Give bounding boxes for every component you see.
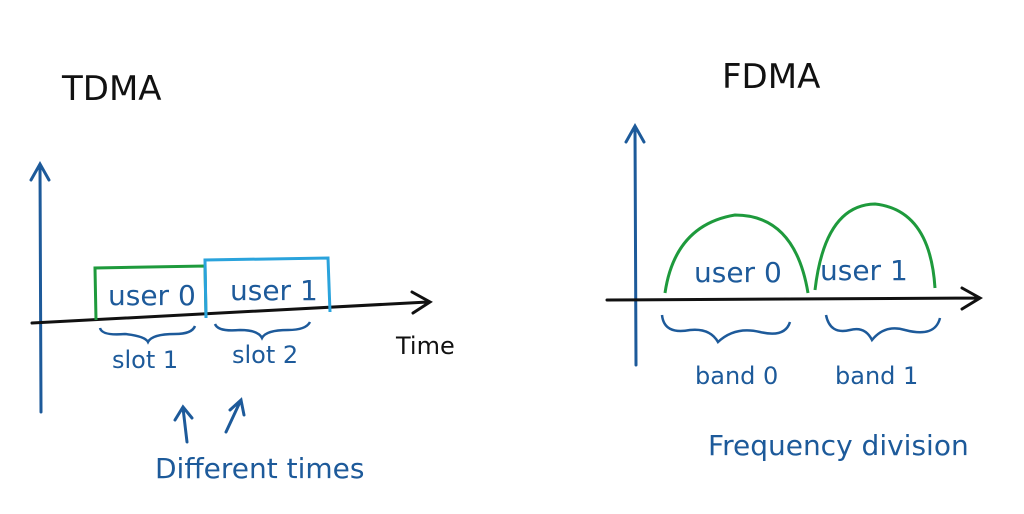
user0-band-curve [663, 213, 810, 294]
fdma-user0-label: user 0 [694, 256, 782, 289]
fdma-y-axis [624, 122, 646, 367]
band0-label: band 0 [695, 362, 778, 390]
tdma-note: Different times [155, 452, 364, 485]
fdma-note: Frequency division [708, 429, 969, 462]
tdma-user1-label: user 1 [230, 274, 318, 307]
fdma-frequency-axis [605, 286, 983, 311]
band0-brace [660, 314, 792, 344]
band1-brace [824, 314, 942, 343]
arrow-up-icon [224, 397, 246, 434]
tdma-y-axis [29, 160, 51, 414]
band1-label: band 1 [835, 362, 918, 390]
fdma-user1-label: user 1 [820, 254, 908, 287]
tdma-panel: TDMA user 0 user 1 slot 1 slot 2 Time Di… [29, 69, 455, 485]
arrow-up-icon [173, 404, 194, 444]
slot2-label: slot 2 [232, 341, 298, 369]
slot1-brace [98, 325, 197, 345]
user1-slot-box [203, 256, 332, 319]
user1-band-curve [813, 202, 937, 291]
slot2-brace [213, 321, 312, 341]
tdma-user0-label: user 0 [108, 279, 196, 312]
fdma-title: FDMA [722, 57, 820, 97]
tdma-title: TDMA [61, 69, 162, 109]
tdma-time-axis [30, 290, 433, 325]
slot1-label: slot 1 [112, 346, 178, 374]
time-axis-label: Time [395, 332, 455, 360]
fdma-panel: FDMA user 0 user 1 band 0 band 1 Frequen… [605, 57, 983, 462]
